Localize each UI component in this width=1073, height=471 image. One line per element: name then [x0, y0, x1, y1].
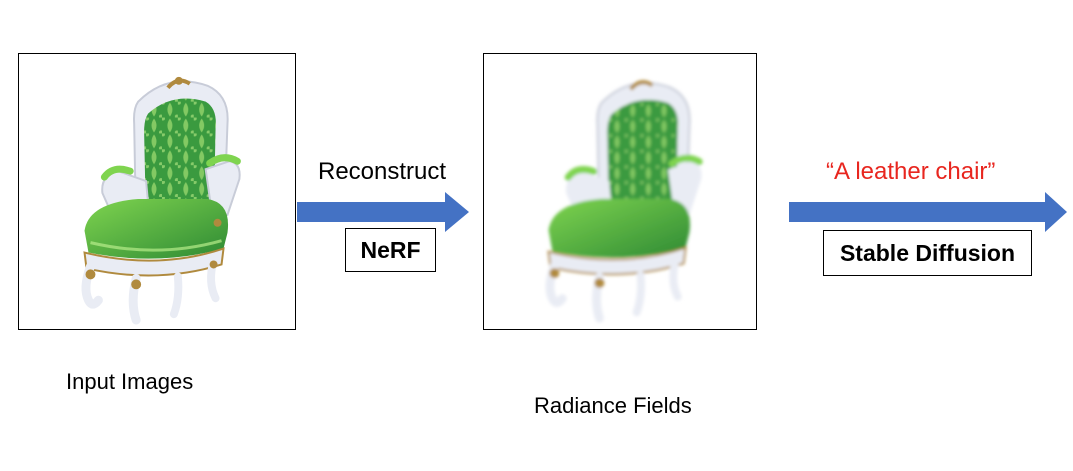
reconstruct-arrow	[297, 192, 469, 232]
input-image-panel	[18, 53, 296, 330]
radiance-fields-caption: Radiance Fields	[534, 393, 692, 418]
chair-drawing	[81, 76, 241, 325]
reconstruct-label: Reconstruct	[318, 158, 447, 185]
radiance-fields-panel	[483, 53, 757, 330]
input-images-caption: Input Images	[66, 369, 194, 394]
chair-drawing	[545, 80, 703, 323]
diffusion-arrow	[789, 192, 1067, 232]
nerf-method-box: NeRF	[345, 228, 436, 272]
stable-diffusion-method-box: Stable Diffusion	[823, 230, 1032, 276]
chair-image	[81, 76, 241, 325]
prompt-text: “A leather chair”	[826, 158, 996, 185]
chair-render-image	[545, 80, 703, 323]
